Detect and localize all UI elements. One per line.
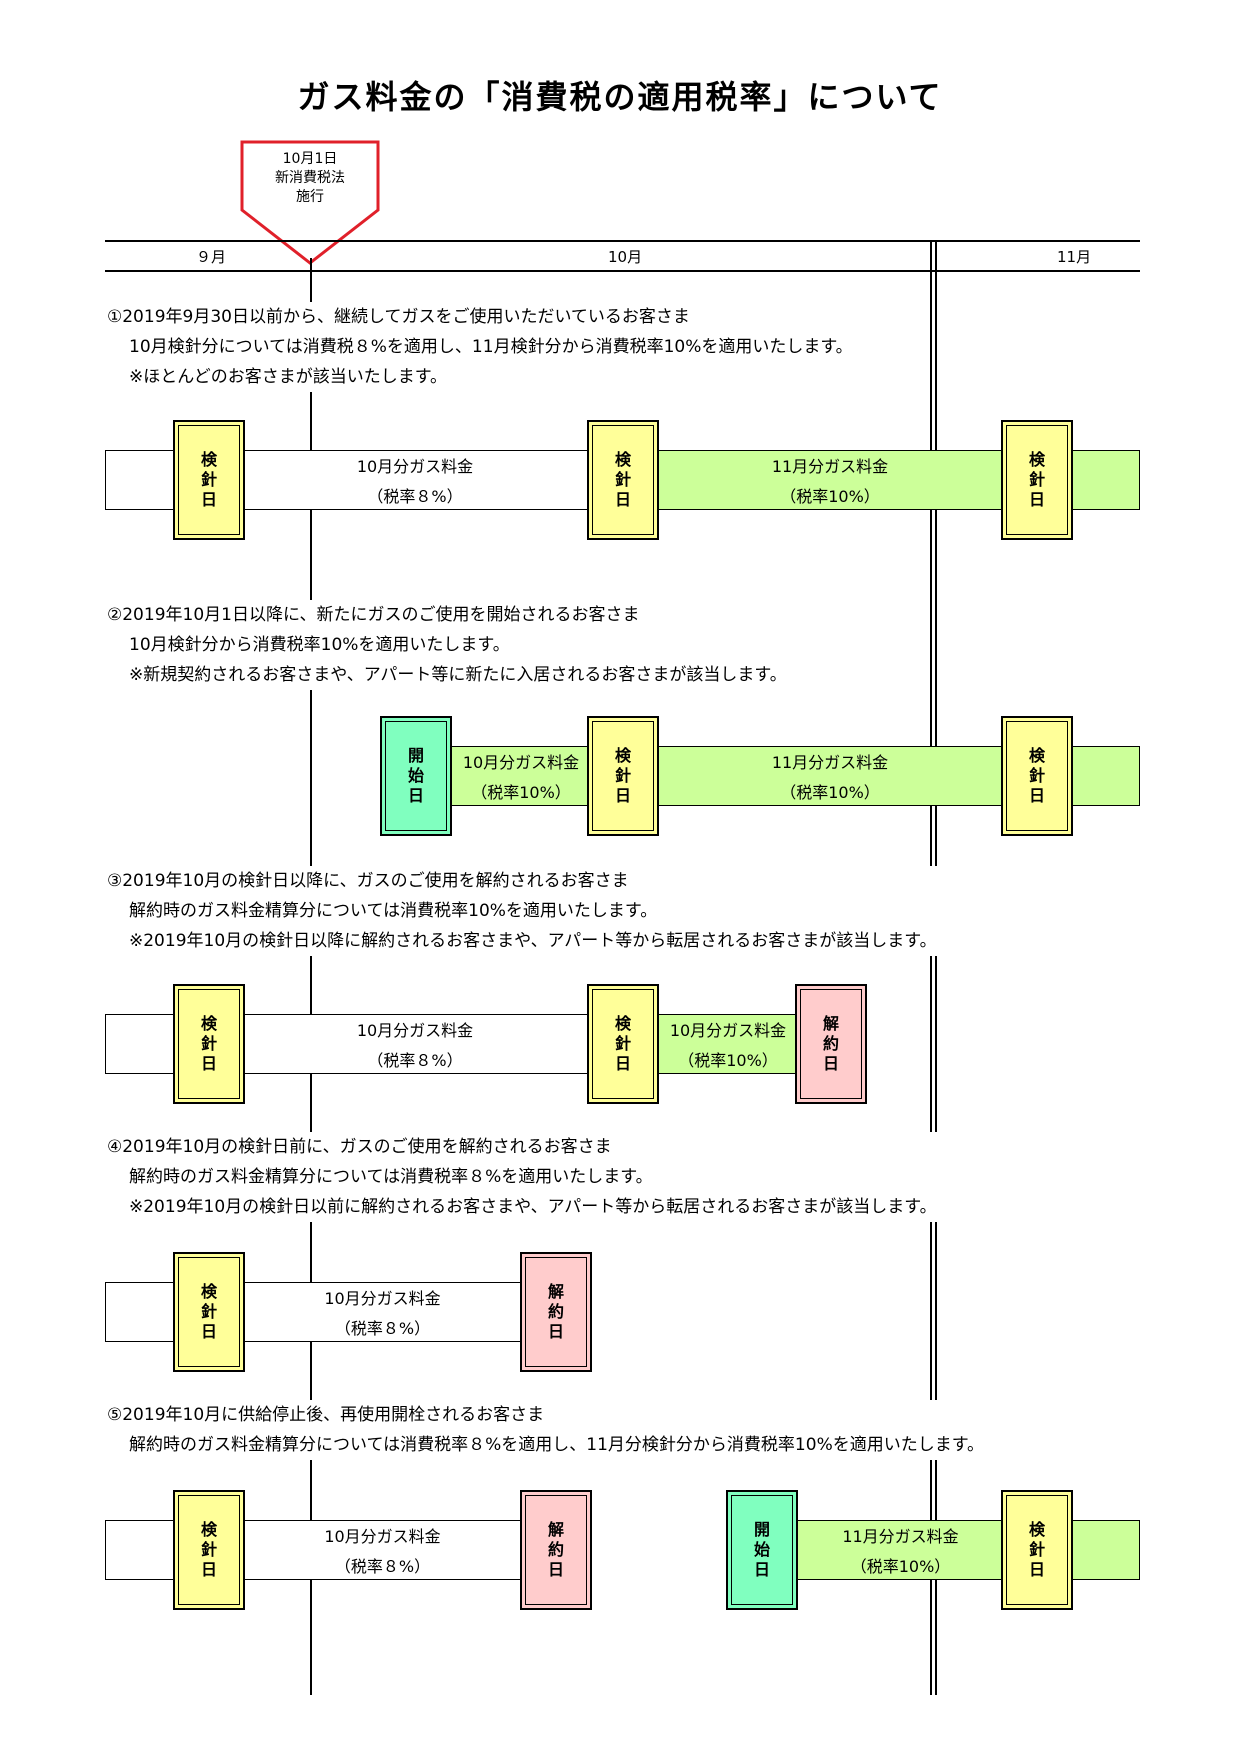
case2-desc: 10月検針分から消費税率10%を適用いたします。 [129, 635, 510, 655]
case1-caption: ①2019年9月30日以前から、継続してガスをご使用いただいているお客さま 10… [107, 302, 853, 392]
case2-oct-label: 10月分ガス料金（税率10%） [462, 753, 580, 802]
case3-oct-after-label: 10月分ガス料金（税率10%） [669, 1021, 787, 1070]
case1-note: ※ほとんどのお客さまが該当いたします。 [129, 367, 448, 387]
month-sep: ９月 [196, 248, 227, 266]
case5-kaiyaku-box: 解約日 [520, 1490, 592, 1610]
timeline-top-line [105, 240, 1140, 242]
case3-caption: ③2019年10月の検針日以降に、ガスのご使用を解約されるお客さま 解約時のガス… [107, 866, 937, 956]
case5-bar-nov [795, 1520, 1140, 1580]
case4-desc: 解約時のガス料金精算分については消費税率８%を適用いたします。 [129, 1167, 653, 1187]
case2-kaishi-box: 開始日 [380, 716, 452, 836]
case1-oct-label: 10月分ガス料金（税率８%） [356, 457, 474, 506]
case4-caption: ④2019年10月の検針日前に、ガスのご使用を解約されるお客さま 解約時のガス料… [107, 1132, 937, 1222]
case1-kenshin-box-1: 検針日 [173, 420, 245, 540]
case2-nov-label: 11月分ガス料金（税率10%） [771, 753, 889, 802]
timeline-bottom-line [105, 270, 1140, 272]
case3-kenshin-box-2: 検針日 [587, 984, 659, 1104]
case3-kaiyaku-box: 解約日 [795, 984, 867, 1104]
month-nov: 11月 [1057, 248, 1092, 266]
callout-law: 新消費税法 [275, 170, 345, 186]
case3-note: ※2019年10月の検針日以降に解約されるお客さまや、アパート等から転居されるお… [129, 931, 937, 951]
case5-kaishi-box: 開始日 [726, 1490, 798, 1610]
case5-heading: ⑤2019年10月に供給停止後、再使用開栓されるお客さま [107, 1405, 545, 1425]
page-title: ガス料金の「消費税の適用税率」について [297, 78, 943, 116]
case5-oct-label: 10月分ガス料金（税率８%） [324, 1527, 441, 1576]
callout-arrow [240, 140, 380, 265]
case5-kenshin-box-2: 検針日 [1001, 1490, 1073, 1610]
case1-kenshin-box-2: 検針日 [587, 420, 659, 540]
case5-desc: 解約時のガス料金精算分については消費税率８%を適用し、11月分検針分から消費税率… [129, 1435, 985, 1455]
case3-kenshin-box-1: 検針日 [173, 984, 245, 1104]
case2-bar-oct [450, 746, 592, 806]
case3-heading: ③2019年10月の検針日以降に、ガスのご使用を解約されるお客さま [107, 871, 629, 891]
case1-nov-label: 11月分ガス料金（税率10%） [771, 457, 889, 506]
case4-oct-label: 10月分ガス料金（税率８%） [324, 1289, 441, 1338]
case5-kenshin-box-1: 検針日 [173, 1490, 245, 1610]
case1-heading: ①2019年9月30日以前から、継続してガスをご使用いただいているお客さま [107, 307, 690, 327]
case4-note: ※2019年10月の検針日以前に解約されるお客さまや、アパート等から転居されるお… [129, 1197, 937, 1217]
nov1-vertical-line-b [935, 240, 937, 1695]
case2-heading: ②2019年10月1日以降に、新たにガスのご使用を開始されるお客さま [107, 605, 640, 625]
case2-kenshin-box-1: 検針日 [587, 716, 659, 836]
case1-desc: 10月検針分については消費税８%を適用し、11月検針分から消費税率10%を適用い… [129, 337, 853, 357]
callout-text: 10月1日 新消費税法 施行 [240, 150, 380, 207]
oct1-vertical-line [310, 258, 312, 1695]
case5-caption: ⑤2019年10月に供給停止後、再使用開栓されるお客さま 解約時のガス料金精算分… [107, 1400, 985, 1460]
case3-oct-label: 10月分ガス料金（税率８%） [356, 1021, 474, 1070]
case3-desc: 解約時のガス料金精算分については消費税率10%を適用いたします。 [129, 901, 658, 921]
month-oct: 10月 [608, 248, 643, 266]
case5-nov-label: 11月分ガス料金（税率10%） [842, 1527, 959, 1576]
case4-heading: ④2019年10月の検針日前に、ガスのご使用を解約されるお客さま [107, 1137, 612, 1157]
case2-caption: ②2019年10月1日以降に、新たにガスのご使用を開始されるお客さま 10月検針… [107, 600, 787, 690]
callout-enforced: 施行 [296, 189, 324, 205]
case4-kenshin-box: 検針日 [173, 1252, 245, 1372]
case2-kenshin-box-2: 検針日 [1001, 716, 1073, 836]
case4-kaiyaku-box: 解約日 [520, 1252, 592, 1372]
callout-date: 10月1日 [282, 151, 338, 167]
case2-note: ※新規契約されるお客さまや、アパート等に新たに入居されるお客さまが該当します。 [129, 665, 787, 685]
case1-kenshin-box-3: 検針日 [1001, 420, 1073, 540]
nov1-vertical-line-a [930, 240, 932, 1695]
